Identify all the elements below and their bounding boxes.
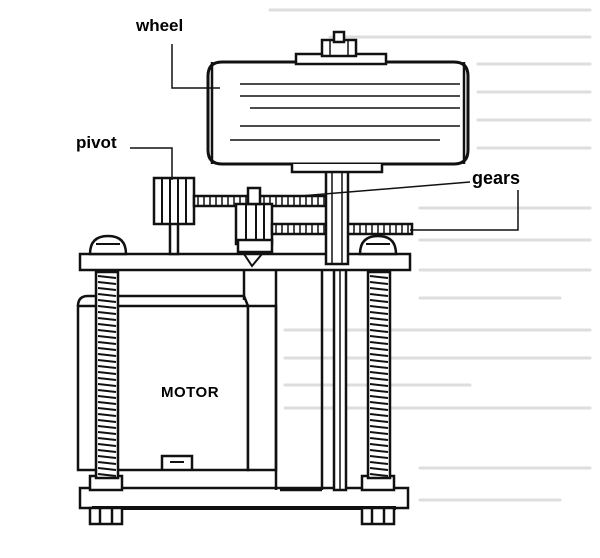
pivot-label: pivot — [76, 133, 117, 152]
screw-head-right — [358, 234, 398, 256]
middle-gear — [234, 186, 274, 254]
drawing — [76, 30, 519, 526]
motor-body — [76, 268, 324, 492]
bottom-nut-left — [88, 474, 124, 526]
motor-pinion — [243, 253, 263, 268]
threaded-rod-right — [366, 270, 392, 480]
center-shaft-column — [332, 262, 348, 492]
screw-head-left — [88, 234, 128, 256]
wheel-top-nut — [294, 30, 388, 66]
wheel-label: wheel — [136, 16, 184, 35]
gears-label: gears — [472, 168, 521, 188]
pivot-post — [152, 176, 196, 256]
leader-lines — [130, 44, 519, 231]
threaded-rod-left — [94, 270, 120, 480]
wheel-shaft — [324, 162, 350, 266]
motor-label: MOTOR — [161, 384, 220, 401]
bottom-nut-right — [360, 474, 396, 526]
base-plate — [78, 486, 410, 510]
wheel — [206, 60, 470, 174]
